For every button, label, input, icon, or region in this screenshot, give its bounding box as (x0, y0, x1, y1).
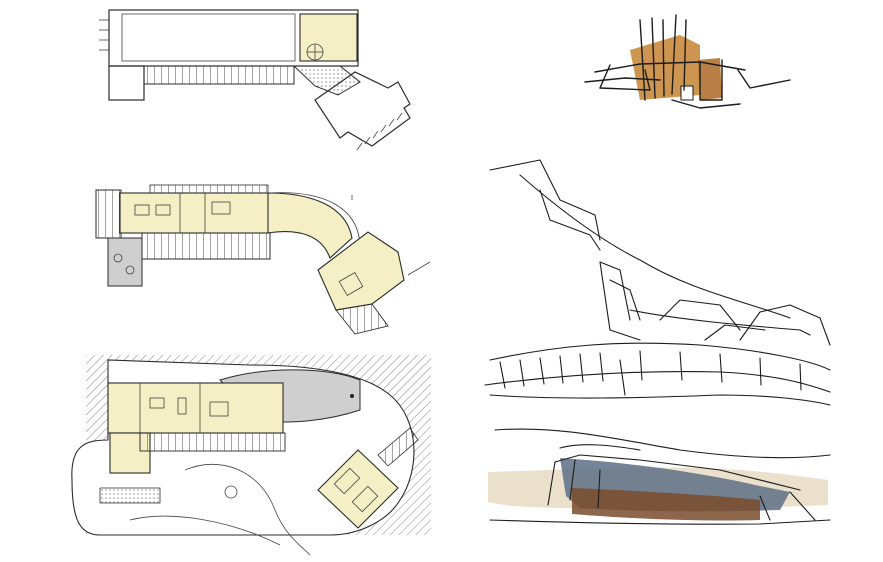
site-ramp (377, 427, 419, 467)
upper-grid-ticks (99, 19, 109, 51)
site-plan (71, 355, 431, 556)
bed-1 (134, 204, 150, 216)
wall-wash (572, 488, 760, 521)
stair-room (299, 13, 358, 62)
site-stair (209, 401, 229, 417)
small-sketch-mass (630, 35, 700, 100)
site-path (184, 463, 311, 556)
sketch-small-elevation (584, 14, 791, 109)
stair-angled (338, 272, 364, 296)
main-curved-wing (267, 192, 353, 259)
upper-left-block (108, 65, 145, 101)
main-angled-pergola (335, 303, 389, 335)
bed-2 (155, 204, 171, 216)
site-table (177, 397, 187, 415)
plan-upper-level (99, 9, 411, 151)
small-sketch-lines (584, 14, 791, 109)
upper-pergola (143, 65, 295, 85)
upper-terrace (292, 65, 361, 96)
perspective-hill (489, 159, 601, 241)
upper-wing-ticks (356, 112, 403, 151)
site-tree (224, 485, 238, 499)
site-house (107, 382, 284, 434)
site-pergola (139, 432, 286, 452)
site-terrace (99, 487, 161, 504)
plan-main-level (95, 184, 431, 335)
sketch-perspective (484, 159, 831, 406)
colored-sketch-lines (489, 428, 831, 525)
main-left-pergola (95, 189, 122, 239)
main-pergola (141, 232, 271, 260)
site-bed (149, 397, 165, 409)
site-garage (317, 449, 399, 529)
perspective-roof (489, 342, 831, 371)
main-top-pergola (149, 184, 269, 194)
stair-main (211, 201, 231, 215)
upper-wing-outline (314, 71, 411, 147)
sketch-colored-elevation (488, 428, 831, 525)
main-left-terrace (107, 237, 143, 287)
main-living-block (119, 192, 271, 234)
roof-inner-outline (121, 13, 296, 62)
